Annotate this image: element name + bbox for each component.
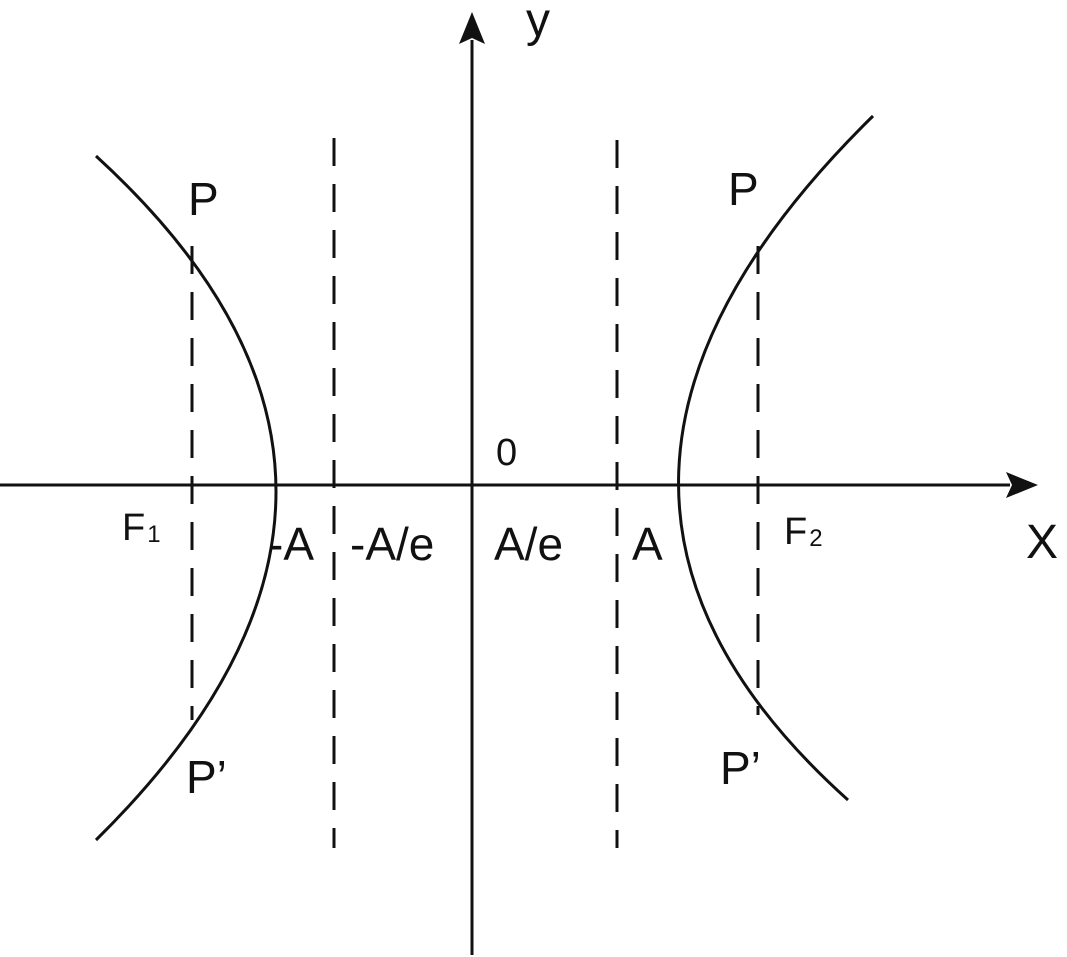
vertex-left-label: -A [268,518,314,570]
directrix-right-label: A/e [494,518,563,570]
y-axis-arrowhead [459,12,485,44]
x-axis-arrowhead [1006,472,1038,498]
focus-left-label: F1 [122,507,161,549]
vertex-right-label: A [632,518,663,570]
focus-left-letter: F [122,507,145,549]
directrix-left-label: -A/e [350,518,434,570]
right-branch [677,114,875,802]
focus-right-label: F2 [784,511,823,553]
y-axis-label: y [526,0,550,47]
focus-right-subscript: 2 [809,525,822,552]
focus-left-subscript: 1 [147,521,160,548]
x-axis-label: X [1026,516,1058,569]
left-branch [94,154,278,842]
point-left-upper-label: P [188,173,219,225]
point-right-lower-label: P’ [720,742,761,794]
origin-label: 0 [496,432,517,474]
focus-right-letter: F [784,511,807,553]
point-left-lower-label: P’ [186,751,227,803]
point-right-upper-label: P [728,163,759,215]
